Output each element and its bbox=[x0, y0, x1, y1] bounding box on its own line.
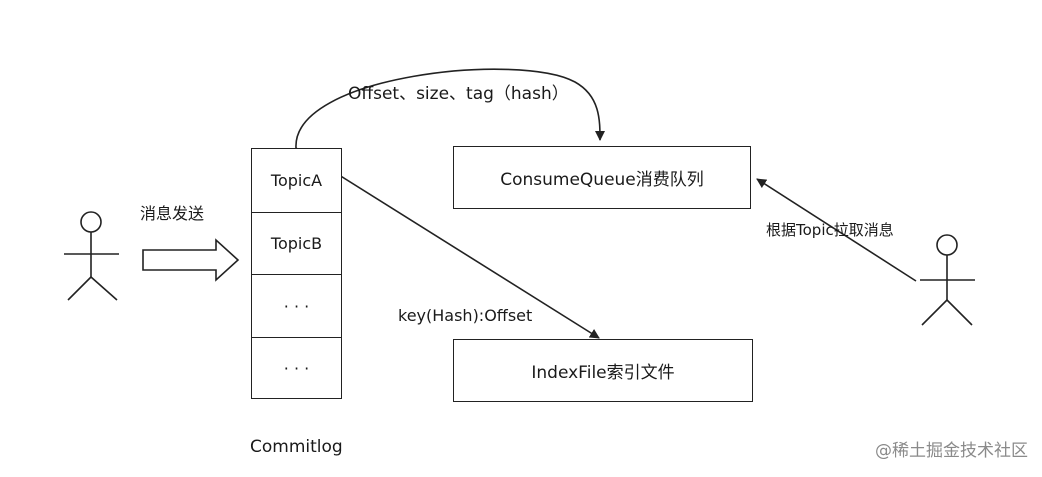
index-arrow bbox=[295, 147, 600, 339]
commitlog-cell-ellipsis-1: · · · bbox=[252, 274, 341, 337]
producer-figure bbox=[64, 211, 119, 301]
send-arrow bbox=[142, 238, 240, 282]
consume-queue-box: ConsumeQueue消费队列 bbox=[453, 146, 751, 209]
watermark-text: @稀土掘金技术社区 bbox=[875, 441, 1028, 461]
producer-action-label: 消息发送 bbox=[140, 204, 205, 223]
commitlog-cell-ellipsis-2: · · · bbox=[252, 337, 341, 399]
commitlog-label: Commitlog bbox=[250, 437, 343, 457]
commitlog-cell-topicb: TopicB bbox=[252, 212, 341, 274]
offset-arc bbox=[295, 68, 605, 149]
pull-arrow bbox=[756, 178, 917, 282]
index-arrow-label: key(Hash):Offset bbox=[398, 306, 533, 325]
consumer-action-label: 根据Topic拉取消息 bbox=[766, 221, 894, 239]
commitlog-column: TopicA TopicB · · · · · · bbox=[251, 148, 342, 399]
consumer-figure bbox=[920, 234, 975, 326]
commitlog-cell-topica: TopicA bbox=[270, 171, 323, 190]
index-file-box: IndexFile索引文件 bbox=[453, 339, 753, 402]
offset-arc-label: Offset、size、tag（hash） bbox=[348, 84, 569, 104]
